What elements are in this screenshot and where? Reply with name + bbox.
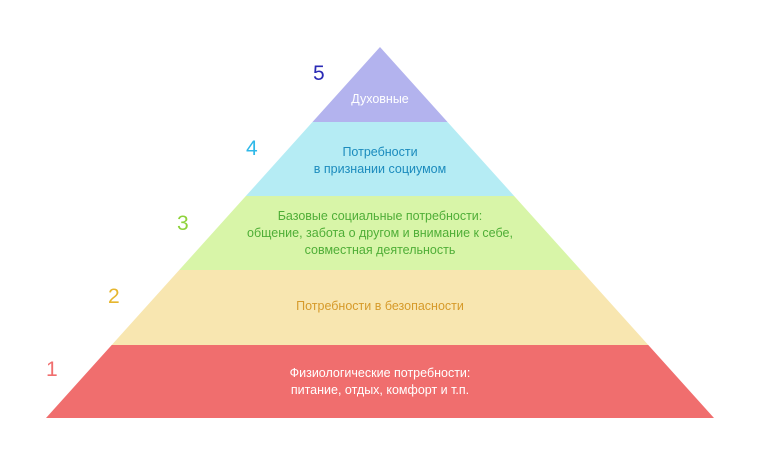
level-5-label: Духовные [351,92,409,106]
level-4-label: Потребности в признании социумом [313,145,447,176]
level-3-number: 3 [177,212,189,235]
level-4-number: 4 [246,137,258,160]
level-2-label: Потребности в безопасности [296,299,464,313]
level-2-number: 2 [108,285,120,308]
level-1-number: 1 [46,358,58,381]
pyramid-level-4-band [245,122,515,196]
pyramid-level-1-band [46,345,714,418]
pyramid-level-3-band [179,196,581,270]
pyramid-level-2-band [111,270,649,345]
level-1-label: Физиологические потребности: питание, от… [289,366,471,397]
level-3-label: Базовые социальные потребности: общение,… [247,209,513,257]
pyramid-level-5-band [312,47,448,122]
level-5-number: 5 [313,62,325,85]
